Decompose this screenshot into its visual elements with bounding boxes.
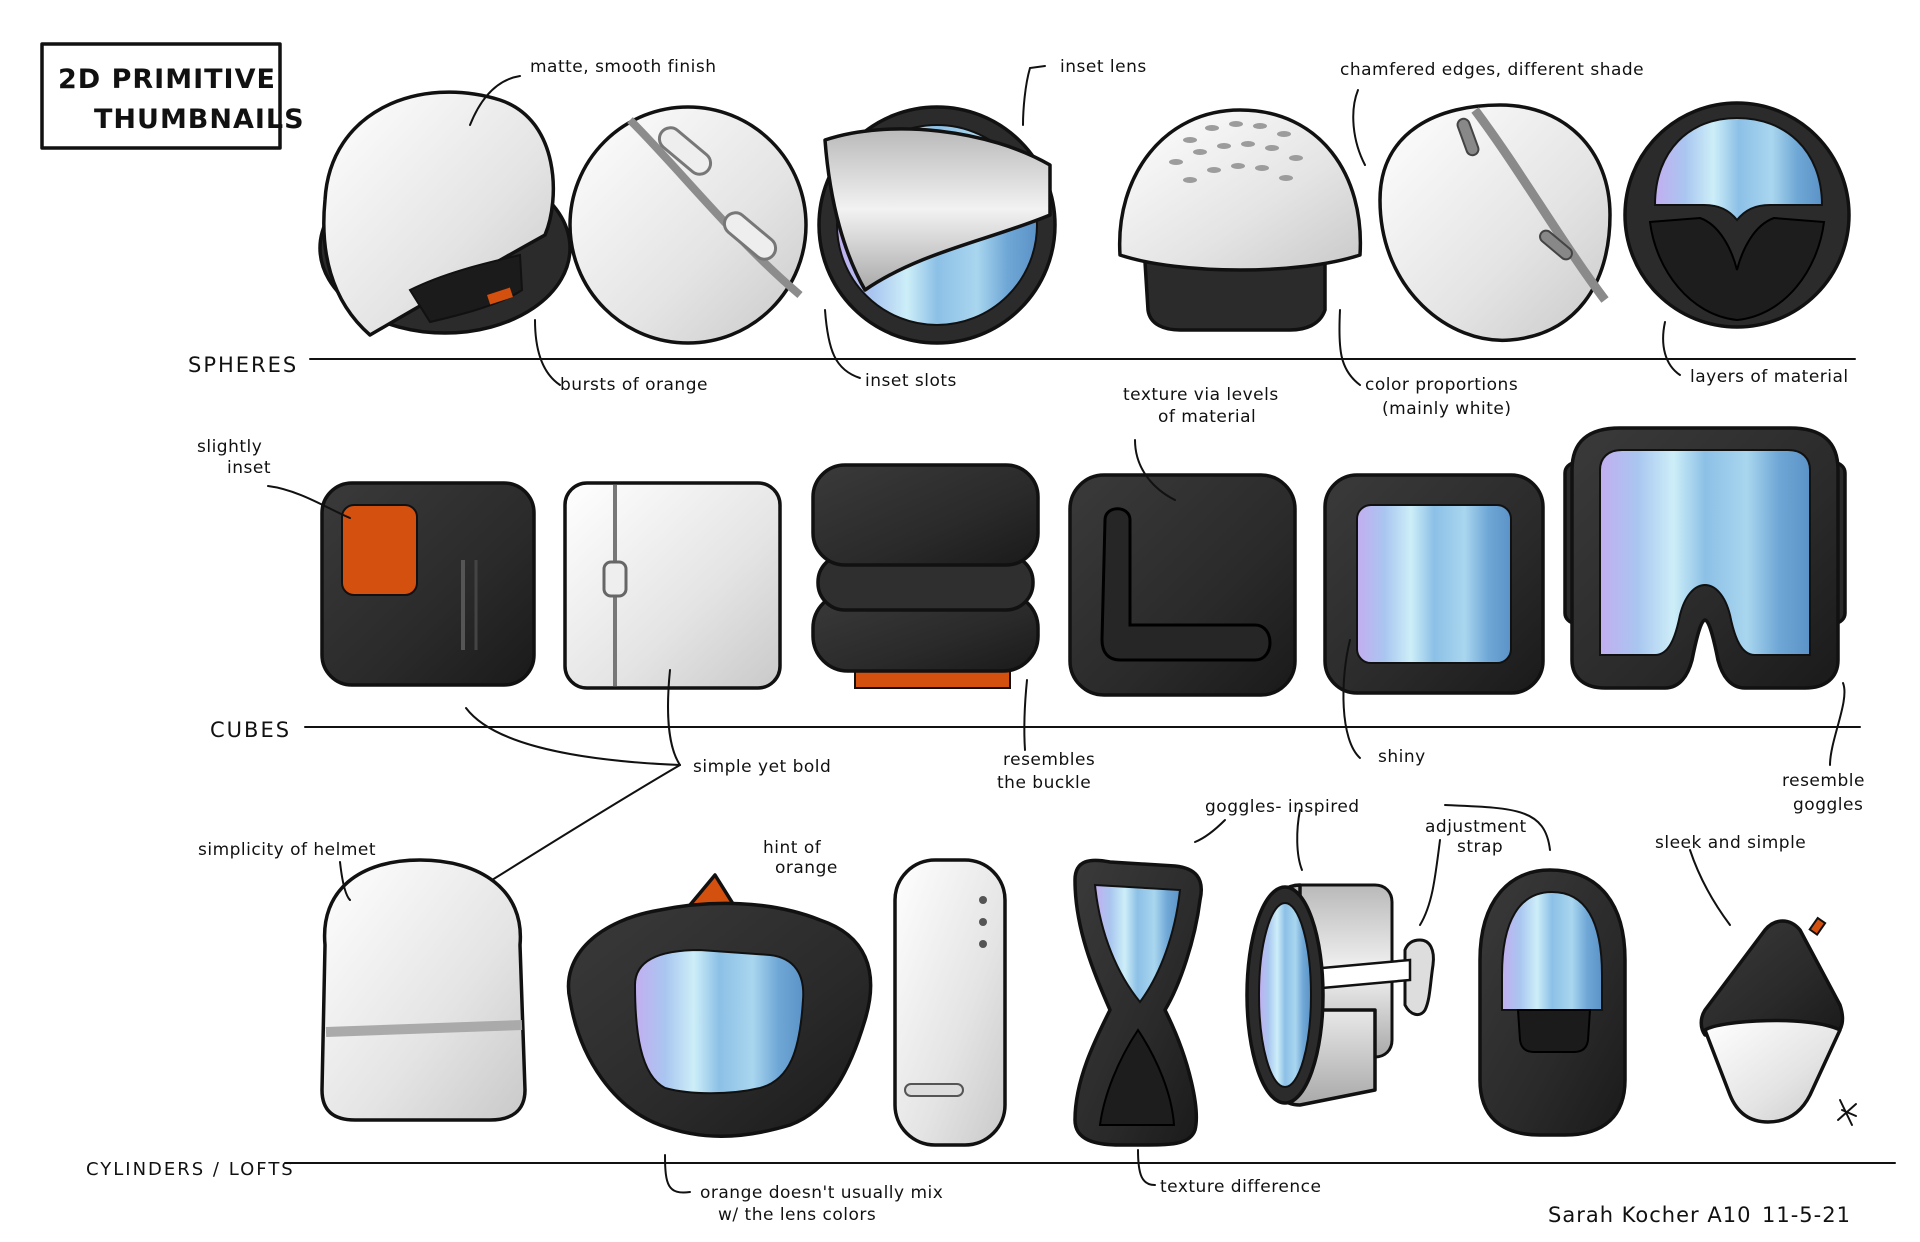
annotation-inset-slots: inset slots <box>865 371 957 391</box>
annotation-layers-material: layers of material <box>1690 367 1849 387</box>
sphere-thumbnail-6 <box>1623 101 1851 329</box>
cylinder-thumbnail-6 <box>1478 868 1627 1137</box>
cube-thumbnail-6 <box>1563 426 1847 690</box>
cube-thumbnail-1 <box>320 481 536 687</box>
sphere-thumbnail-3 <box>817 105 1057 345</box>
annotation-leaders <box>267 65 1846 1194</box>
cube-thumbnail-4 <box>1068 473 1297 697</box>
annotation-texture-difference: texture difference <box>1160 1177 1321 1197</box>
annotation-color-proportions-2: (mainly white) <box>1382 399 1511 419</box>
annotation-texture-levels-1: texture via levels <box>1123 385 1279 405</box>
sphere-thumbnail-2 <box>568 105 808 345</box>
annotation-goggles-inspired: goggles- inspired <box>1205 797 1360 817</box>
row-label-cylinders: CYLINDERS / LOFTS <box>86 1159 295 1180</box>
annotation-buckle-2: the buckle <box>997 773 1091 793</box>
annotation-simple-bold: simple yet bold <box>693 757 831 777</box>
cube-thumbnail-3 <box>811 463 1040 689</box>
annotation-orange-mix-2: w/ the lens colors <box>718 1205 876 1225</box>
annotation-buckle-1: resembles <box>1003 750 1095 770</box>
sphere-thumbnail-4 <box>1117 108 1363 332</box>
annotation-bursts-orange: bursts of orange <box>560 375 708 395</box>
row-label-cubes: CUBES <box>210 718 291 742</box>
cylinder-thumbnail-5 <box>1245 883 1435 1107</box>
annotation-sleek: sleek and simple <box>1655 833 1806 853</box>
cylinder-thumbnail-4 <box>1073 858 1203 1147</box>
title-frame <box>40 42 282 150</box>
annotation-strap-1: adjustment <box>1425 817 1527 837</box>
cylinder-thumbnail-1 <box>320 858 527 1122</box>
row-baselines <box>284 358 1896 1164</box>
row-label-spheres: SPHERES <box>188 353 298 377</box>
annotation-hint-1: hint of <box>763 838 822 858</box>
title-line-1: 2D PRIMITIVE <box>58 64 276 95</box>
annotation-goggles-1: resemble <box>1782 771 1865 791</box>
annotation-shiny: shiny <box>1378 747 1426 767</box>
annotation-slightly-2: inset <box>227 458 271 478</box>
title-box: 2D PRIMITIVE THUMBNAILS <box>40 42 305 150</box>
annotation-slightly-1: slightly <box>197 437 262 457</box>
annotation-simplicity: simplicity of helmet <box>198 840 376 860</box>
cylinder-thumbnail-3 <box>893 858 1007 1147</box>
sphere-thumbnail-1 <box>318 90 572 337</box>
annotation-strap-2: strap <box>1457 837 1503 857</box>
signature-name: Sarah Kocher A10 <box>1548 1203 1751 1227</box>
cylinder-thumbnail-7 <box>1699 916 1857 1126</box>
annotation-matte-smooth: matte, smooth finish <box>530 57 716 77</box>
annotation-orange-mix-1: orange doesn't usually mix <box>700 1183 943 1203</box>
annotation-chamfered: chamfered edges, different shade <box>1340 60 1644 80</box>
sphere-thumbnail-5 <box>1378 103 1612 342</box>
cube-thumbnail-2 <box>563 481 782 690</box>
annotation-texture-levels-2: of material <box>1158 407 1256 427</box>
cylinder-thumbnail-2 <box>566 873 873 1138</box>
cube-thumbnail-5 <box>1323 473 1545 695</box>
signature-date: 11-5-21 <box>1762 1203 1851 1227</box>
annotation-inset-lens: inset lens <box>1060 57 1147 77</box>
annotation-color-proportions-1: color proportions <box>1365 375 1518 395</box>
annotation-goggles-2: goggles <box>1793 795 1863 815</box>
title-line-2: THUMBNAILS <box>94 104 305 135</box>
annotation-hint-2: orange <box>775 858 838 878</box>
